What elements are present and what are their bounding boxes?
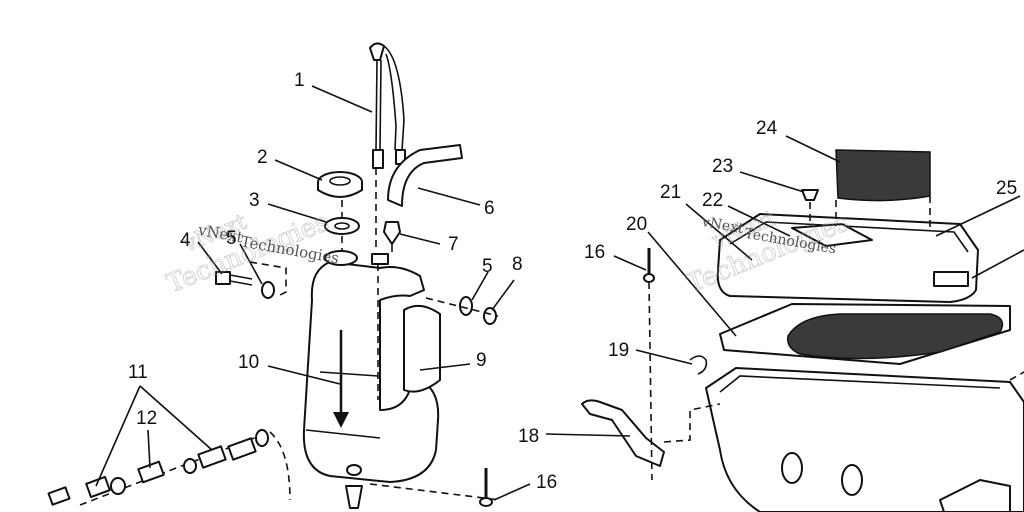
callout-22: 22 — [702, 190, 723, 211]
alignment-lines-left — [249, 168, 501, 501]
callout-4: 4 — [180, 230, 191, 251]
alignment-lines-right — [648, 196, 1024, 481]
mount-bolt — [215, 271, 275, 299]
oil-line-assembly — [47, 429, 291, 506]
callout-24: 24 — [756, 118, 778, 139]
airbox-gasket — [719, 303, 1011, 365]
callout-25: 25 — [996, 178, 1017, 199]
oil-tank — [302, 250, 441, 509]
tank-cap — [317, 171, 363, 198]
leader-lines-right — [545, 135, 1024, 437]
callout-16-upper: 16 — [584, 242, 605, 263]
airbox-cover — [716, 213, 979, 303]
callout-5-left: 5 — [226, 228, 237, 249]
leader-lines-left — [95, 85, 531, 501]
callout-6: 6 — [484, 198, 495, 219]
callout-3: 3 — [249, 190, 260, 211]
vent-fitting — [383, 221, 401, 252]
callout-23: 23 — [712, 156, 733, 177]
callout-11: 11 — [128, 362, 148, 383]
callout-19: 19 — [608, 340, 629, 361]
clip-19 — [689, 355, 708, 375]
vent-hose — [387, 144, 463, 207]
airbox-base — [705, 367, 1024, 512]
bolt-lower — [479, 468, 493, 507]
callout-20: 20 — [626, 214, 647, 235]
callout-2: 2 — [257, 147, 268, 168]
callout-labels: 1 2 3 4 5 5 6 7 8 9 10 11 12 16 16 18 19… — [128, 70, 1017, 493]
mount-bracket — [581, 399, 665, 467]
screw-23 — [801, 189, 819, 201]
callout-1: 1 — [294, 70, 305, 91]
callout-10: 10 — [238, 352, 259, 373]
bolt-upper — [643, 248, 655, 283]
callout-21: 21 — [660, 182, 681, 203]
air-filter-foam-top — [835, 149, 931, 202]
callout-9: 9 — [476, 350, 487, 371]
callout-7: 7 — [448, 234, 459, 255]
washer-nut — [459, 296, 497, 325]
callout-18: 18 — [518, 426, 539, 447]
callout-8: 8 — [512, 254, 523, 275]
callout-12: 12 — [136, 408, 157, 429]
watermark-small-right: vNext — [700, 214, 745, 237]
callout-16-lower: 16 — [536, 472, 557, 493]
callout-5-right: 5 — [482, 256, 493, 277]
dipstick — [369, 42, 406, 169]
